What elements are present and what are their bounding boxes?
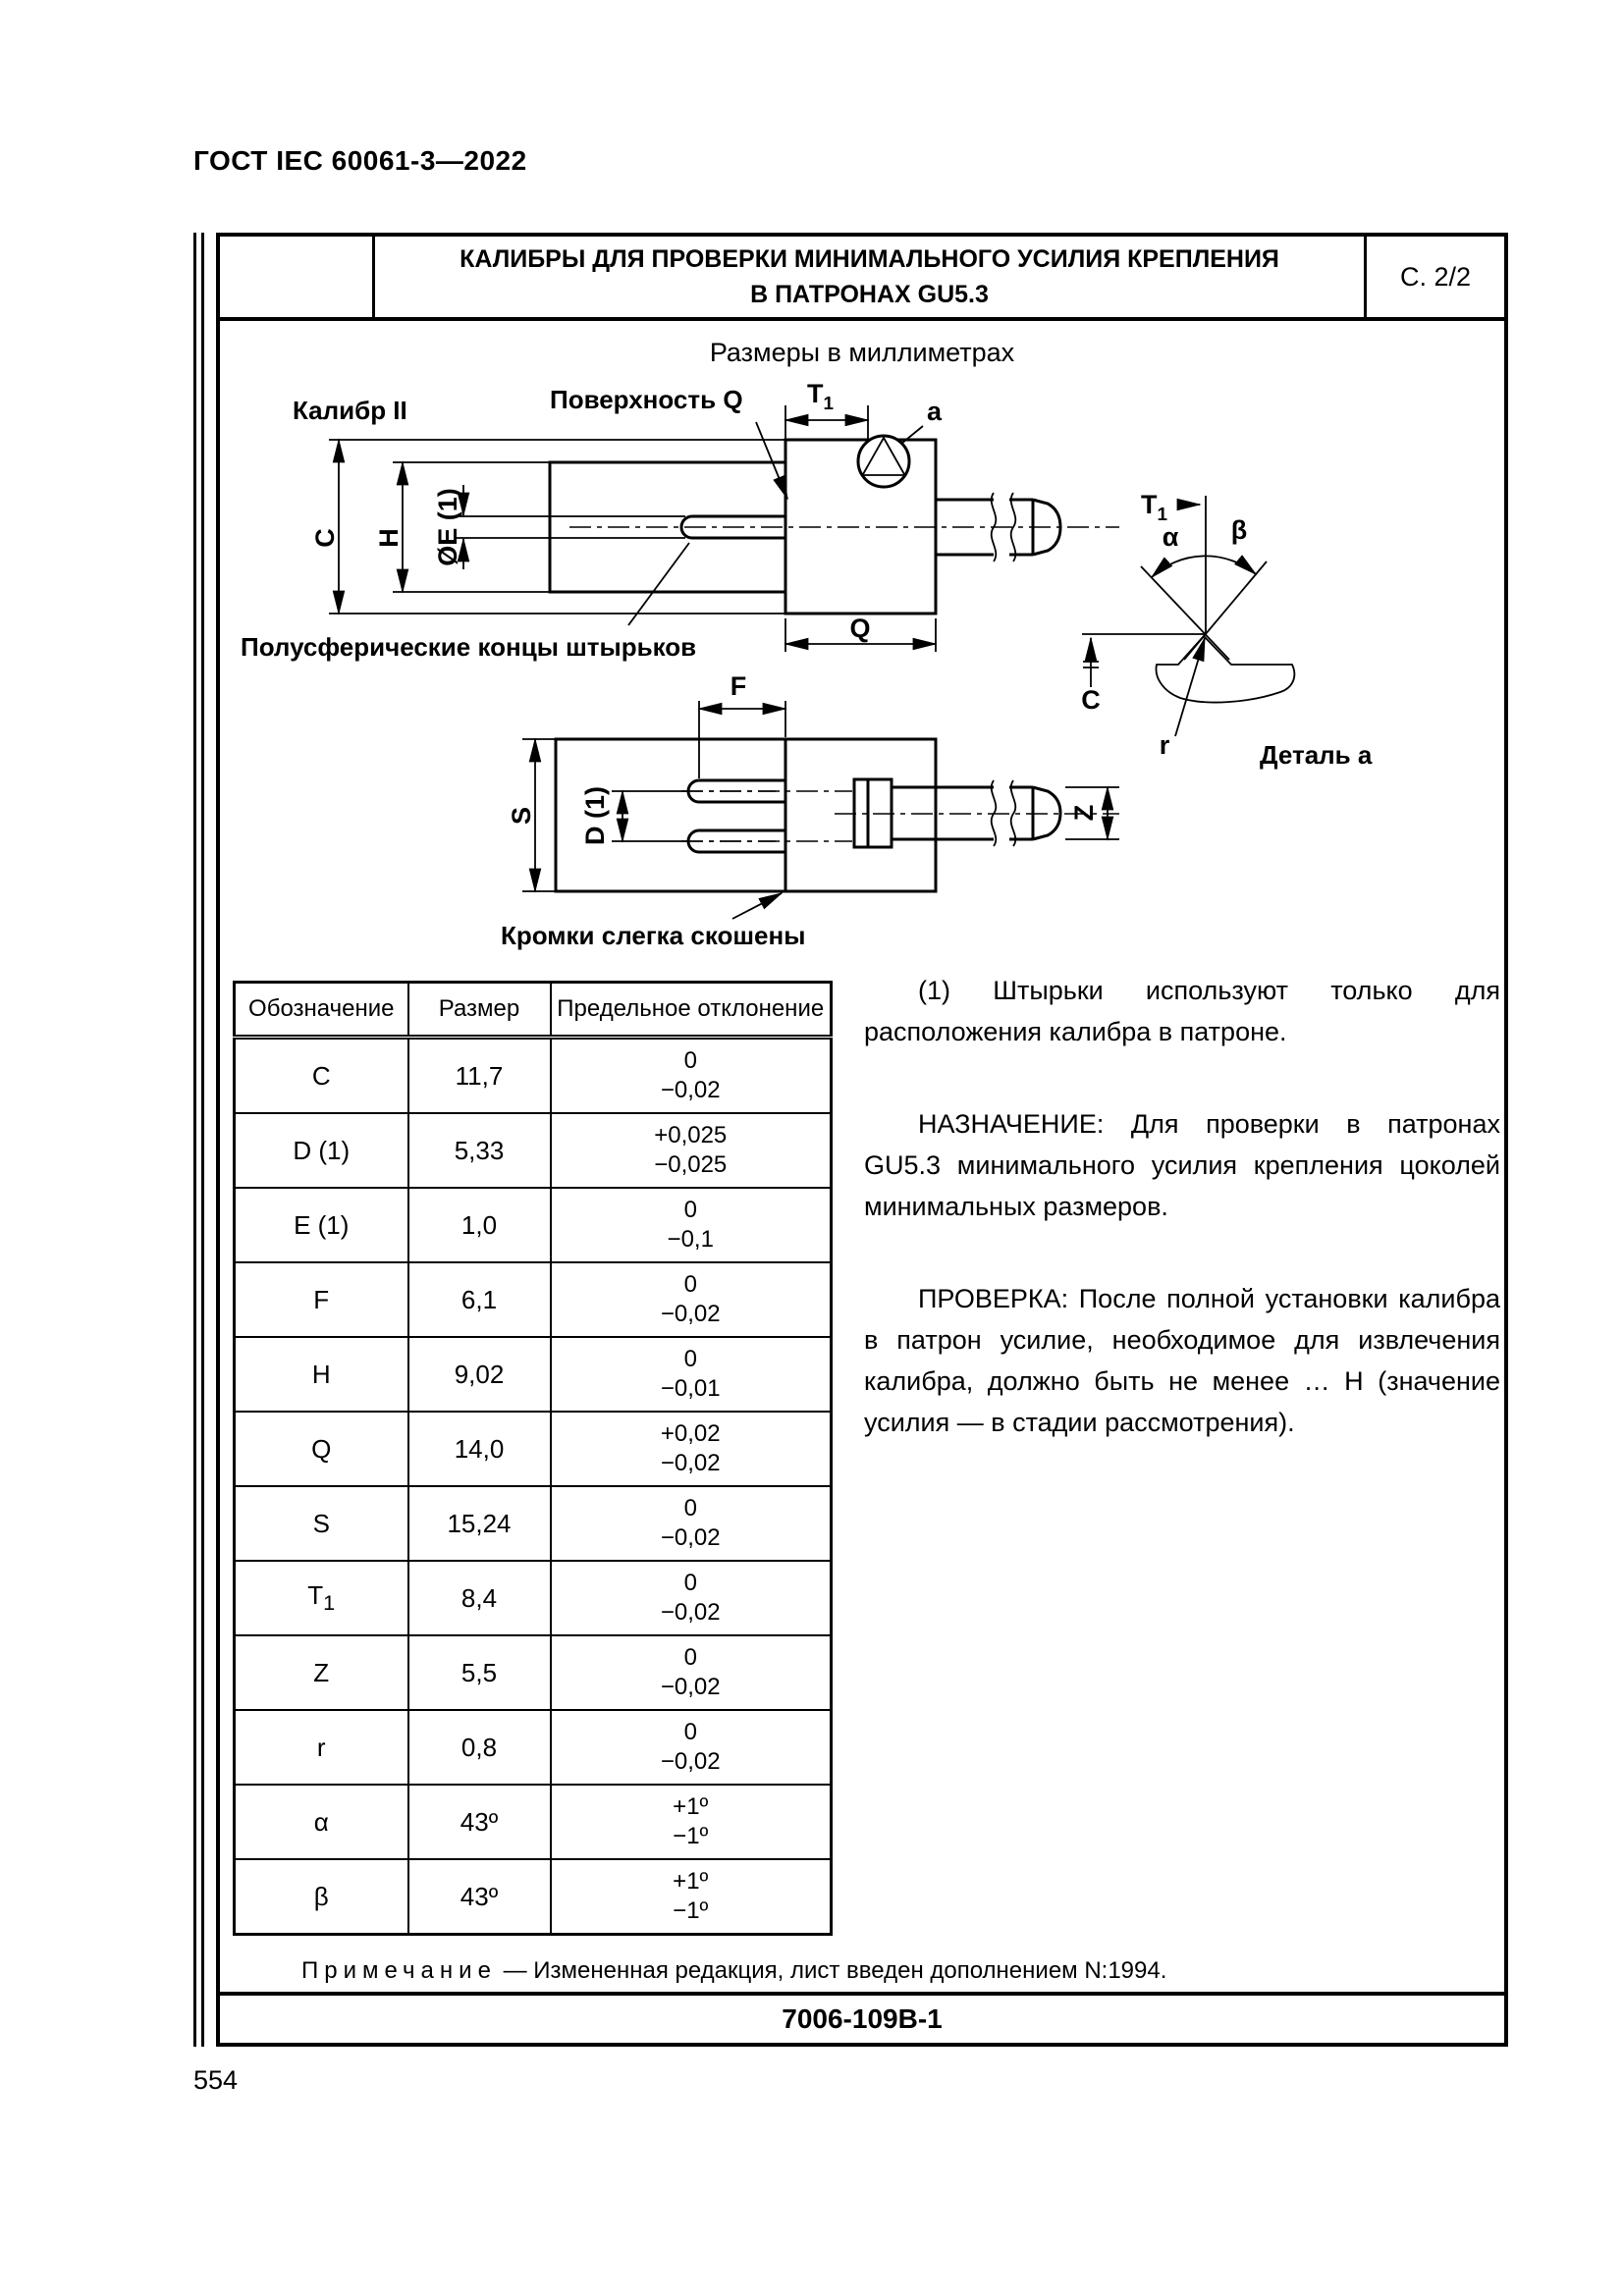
- paragraph-purpose: НАЗНАЧЕНИЕ: Для проверки в патронах GU5.…: [864, 1109, 1500, 1221]
- cell-size: 5,5: [406, 1634, 552, 1711]
- cell-tolerance: 0−0,01: [549, 1336, 833, 1413]
- sheet-title-line1: КАЛИБРЫ ДЛЯ ПРОВЕРКИ МИНИМАЛЬНОГО УСИЛИЯ…: [460, 245, 1279, 273]
- cell-tolerance: 0−0,02: [549, 1709, 833, 1786]
- cell-size: 0,8: [406, 1709, 552, 1786]
- cell-size: 1,0: [406, 1187, 552, 1263]
- cell-designation: α: [233, 1784, 409, 1860]
- cell-tolerance: 0−0,02: [549, 1634, 833, 1711]
- cell-designation: β: [233, 1858, 409, 1936]
- sheet-title: КАЛИБРЫ ДЛЯ ПРОВЕРКИ МИНИМАЛЬНОГО УСИЛИЯ…: [375, 237, 1364, 317]
- cell-size: 6,1: [406, 1261, 552, 1338]
- cell-designation: r: [233, 1709, 409, 1786]
- sheet-code-box: 7006-109В-1: [220, 1992, 1504, 2043]
- cell-size: 43º: [406, 1784, 552, 1860]
- page-number: 554: [193, 2065, 239, 2095]
- cell-designation: C: [233, 1036, 409, 1114]
- cell-size: 15,24: [406, 1485, 552, 1562]
- doc-code: ГОСТ IEC 60061-3—2022: [193, 145, 527, 176]
- cell-tolerance: +1º−1º: [549, 1784, 833, 1860]
- cell-designation: F: [233, 1261, 409, 1338]
- paragraph-check: ПРОВЕРКА: После полной установки калибра…: [864, 1284, 1500, 1437]
- cell-designation: Z: [233, 1634, 409, 1711]
- page-ref: С. 2/2: [1364, 237, 1504, 317]
- cell-designation: D (1): [233, 1112, 409, 1189]
- paragraph-footnote: (1) Штырьки используют только для распол…: [864, 976, 1500, 1046]
- dimension-table: Обозначение Размер Предельное отклонение…: [233, 981, 833, 1936]
- cell-size: 8,4: [406, 1560, 552, 1636]
- explanatory-text: (1) Штырьки используют только для распол…: [864, 970, 1500, 1494]
- units-note: Размеры в миллиметрах: [709, 338, 1015, 367]
- cell-size: 5,33: [406, 1112, 552, 1189]
- cell-size: 11,7: [406, 1036, 552, 1114]
- revision-note-label: Примечание: [301, 1957, 497, 1984]
- cell-tolerance: +0,025−0,025: [549, 1112, 833, 1189]
- sheet-frame: КАЛИБРЫ ДЛЯ ПРОВЕРКИ МИНИМАЛЬНОГО УСИЛИЯ…: [216, 233, 1508, 2047]
- title-block-empty-cell: [220, 237, 375, 317]
- title-block: КАЛИБРЫ ДЛЯ ПРОВЕРКИ МИНИМАЛЬНОГО УСИЛИЯ…: [220, 237, 1504, 321]
- cell-designation: Q: [233, 1411, 409, 1487]
- cell-tolerance: +0,02−0,02: [549, 1411, 833, 1487]
- cell-tolerance: 0−0,02: [549, 1036, 833, 1114]
- cell-designation: S: [233, 1485, 409, 1562]
- cell-designation: T1: [233, 1560, 409, 1636]
- left-double-rule-outer: [193, 233, 196, 2047]
- cell-tolerance: +1º−1º: [549, 1858, 833, 1936]
- sheet-code: 7006-109В-1: [782, 2003, 943, 2034]
- revision-note: Примечание — Измененная редакция, лист в…: [301, 1957, 1166, 1985]
- table-header-row: Обозначение Размер Предельное отклонение: [233, 981, 833, 1040]
- col-header-size: Размер: [406, 981, 552, 1040]
- cell-size: 43º: [406, 1858, 552, 1936]
- left-double-rule-inner: [201, 233, 204, 2047]
- table-row: D (1)5,33+0,025−0,025: [233, 1112, 833, 1189]
- col-header-tolerance: Предельное отклонение: [549, 981, 833, 1040]
- cell-size: 9,02: [406, 1336, 552, 1413]
- cell-tolerance: 0−0,02: [549, 1485, 833, 1562]
- sheet-title-line2: В ПАТРОНАХ GU5.3: [750, 281, 989, 308]
- cell-tolerance: 0−0,02: [549, 1261, 833, 1338]
- revision-note-text: — Измененная редакция, лист введен допол…: [503, 1957, 1167, 1984]
- cell-designation: E (1): [233, 1187, 409, 1263]
- cell-designation: H: [233, 1336, 409, 1413]
- col-header-designation: Обозначение: [233, 981, 409, 1040]
- cell-size: 14,0: [406, 1411, 552, 1487]
- cell-tolerance: 0−0,02: [549, 1560, 833, 1636]
- cell-tolerance: 0−0,1: [549, 1187, 833, 1263]
